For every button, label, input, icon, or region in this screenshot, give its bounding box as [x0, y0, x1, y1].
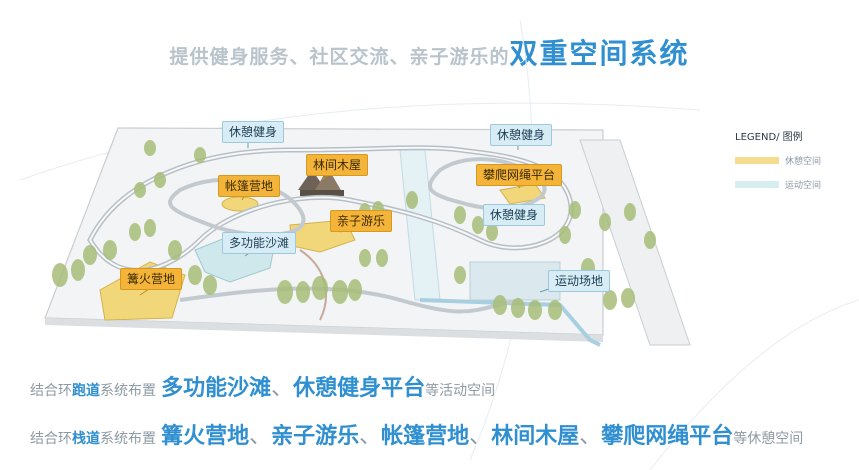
label-rest-fitness-1: 休憩健身 [222, 121, 285, 143]
caption1-b: 跑道 [72, 383, 100, 399]
caption1-c: 系统布置 [100, 383, 156, 399]
caption2-d: 等休憩空间 [733, 431, 804, 447]
caption2-item-bonfire: 篝火营地 [161, 424, 250, 449]
climbing-zone [499, 183, 546, 205]
legend-item-rest: 休憩空间 [735, 154, 855, 167]
legend: LEGEND/ 图例 休憩空间 运动空间 [735, 128, 855, 191]
caption2-b: 栈道 [72, 431, 100, 447]
label-rest-fitness-3: 休憩健身 [483, 204, 546, 226]
title-prefix: 提供健身服务、社区交流、亲子游乐的 [169, 46, 510, 68]
caption1-item-platform: 休憩健身平台 [293, 376, 426, 401]
legend-label-rest: 休憩空间 [785, 157, 822, 167]
page-title: 提供健身服务、社区交流、亲子游乐的双重空间系统 [0, 32, 859, 72]
title-highlight: 双重空间系统 [509, 37, 690, 70]
label-kids-play: 亲子游乐 [330, 210, 393, 232]
label-forest-cabin: 林间木屋 [306, 154, 369, 176]
legend-title: LEGEND/ 图例 [735, 132, 803, 143]
legend-swatch-rest [735, 157, 779, 164]
label-multifunction-beach: 多功能沙滩 [222, 232, 297, 254]
caption-line-2: 结合环栈道系统布置 篝火营地、亲子游乐、帐篷营地、林间木屋、攀爬网绳平台等休憩空… [30, 418, 803, 450]
caption1-a: 结合环 [30, 383, 72, 399]
legend-swatch-sports [735, 181, 779, 188]
caption2-sep-1: 、 [249, 424, 272, 449]
caption2-item-kids: 亲子游乐 [271, 424, 360, 449]
label-tent-camp: 帐篷营地 [218, 175, 281, 197]
tent-camp-zone [221, 196, 259, 212]
caption1-sep: 、 [271, 376, 294, 401]
caption2-item-cabin: 林间木屋 [491, 424, 580, 449]
label-rest-fitness-2: 休憩健身 [490, 124, 553, 146]
caption2-a: 结合环 [30, 431, 72, 447]
caption1-d: 等活动空间 [425, 383, 496, 399]
caption2-sep-4: 、 [579, 424, 602, 449]
trees [52, 140, 656, 320]
caption2-c: 系统布置 [100, 431, 156, 447]
caption2-sep-2: 、 [359, 424, 382, 449]
caption1-item-beach: 多功能沙滩 [161, 376, 272, 401]
label-climbing-net-platform: 攀爬网绳平台 [476, 164, 563, 186]
label-bonfire-camp: 篝火营地 [120, 268, 183, 290]
caption-line-1: 结合环跑道系统布置 多功能沙滩、休憩健身平台等活动空间 [30, 370, 495, 402]
label-sports-field: 运动场地 [548, 270, 611, 292]
legend-label-sports: 运动空间 [785, 181, 822, 191]
forest-cabin-structure [298, 168, 344, 196]
legend-item-sports: 运动空间 [735, 178, 855, 191]
caption2-item-tent: 帐篷营地 [381, 424, 470, 449]
caption2-sep-3: 、 [469, 424, 492, 449]
sports-field-zone [469, 261, 561, 301]
caption2-item-climbing: 攀爬网绳平台 [601, 424, 734, 449]
